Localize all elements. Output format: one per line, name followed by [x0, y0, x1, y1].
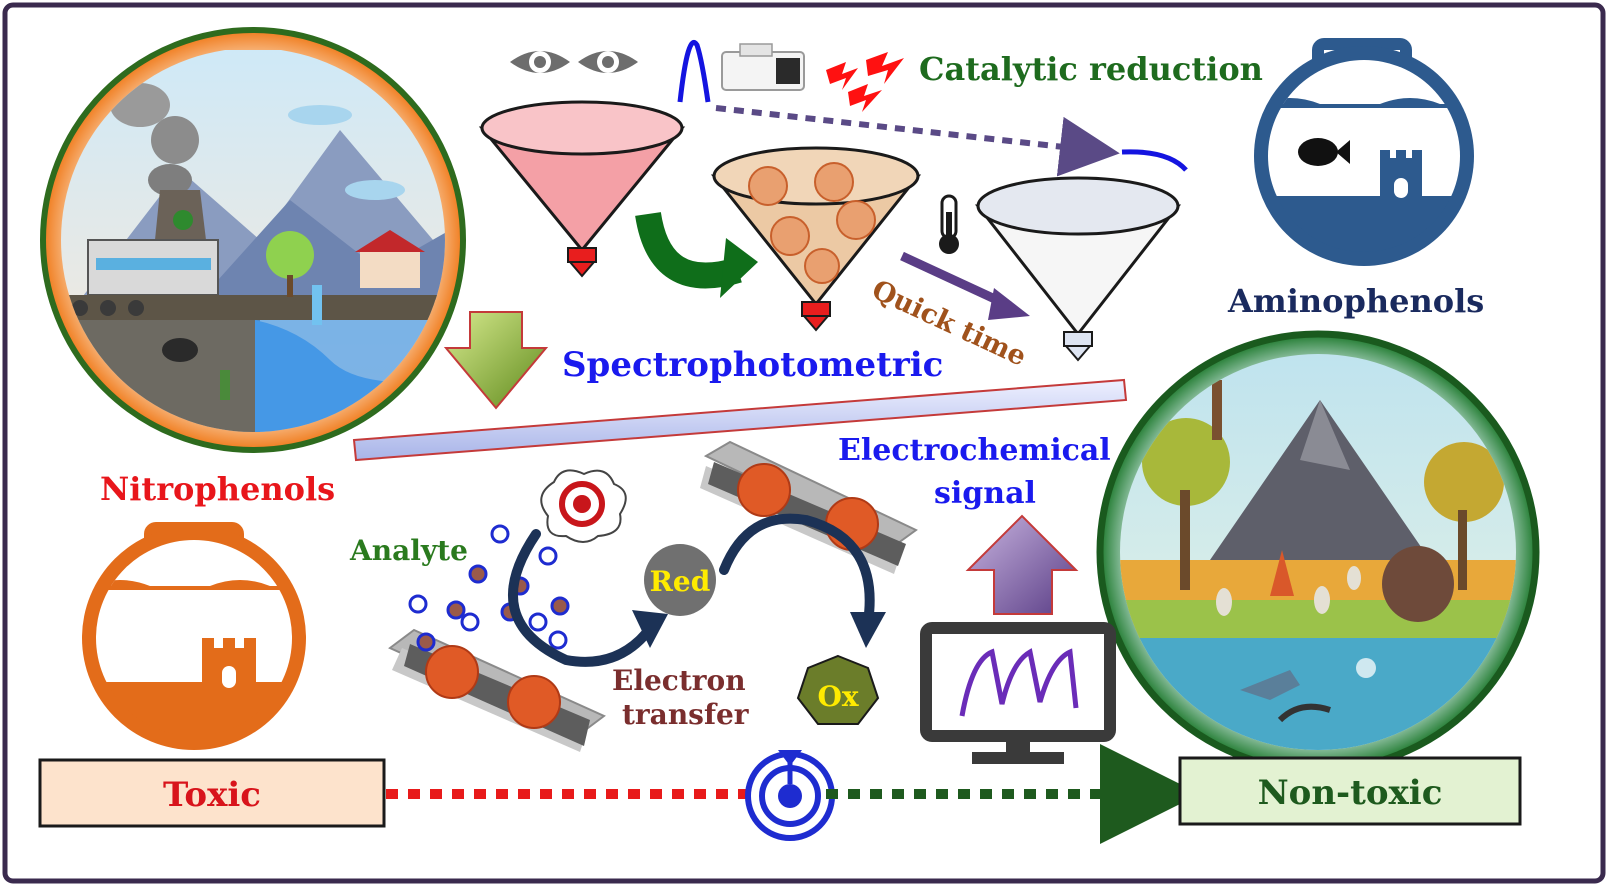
signal-label: signal: [934, 476, 1036, 511]
spectrophotometric-label: Spectrophotometric: [562, 345, 943, 385]
purple-up-arrow: [965, 514, 1079, 615]
non-toxic-box: [1178, 756, 1522, 826]
toxic-fishbowl-icon: [82, 522, 306, 750]
aminophenols-label: Aminophenols: [1227, 282, 1484, 320]
quick-time-arrow: [900, 251, 1012, 311]
pink-funnel-icon: [478, 100, 686, 278]
ox-species-node: [796, 654, 880, 725]
ox-species-label: Ox: [817, 680, 858, 713]
analyte-label: Analyte: [349, 534, 468, 567]
clear-funnel-icon: [974, 176, 1182, 362]
polluted-scene-illustration: [40, 27, 466, 453]
nitrophenols-label: Nitrophenols: [100, 470, 335, 508]
red-species-node: [644, 544, 716, 616]
spectrophotometer-icon: [721, 43, 805, 91]
quick-time-arrowhead: [988, 288, 1030, 320]
clean-fishbowl-icon: [1254, 38, 1474, 266]
electron-label: Electron: [612, 664, 746, 697]
reduced-absorbance-icon: [1121, 149, 1188, 172]
catalyst-funnel-icon: [710, 146, 922, 332]
toxic-box: [38, 758, 386, 828]
cycle-arrowhead-red: [632, 610, 668, 648]
catalytic-reduction-label: Catalytic reduction: [919, 50, 1263, 88]
toxic-label: Toxic: [163, 775, 261, 815]
absorbance-peak-icon: [677, 40, 711, 103]
green-down-arrow: [443, 311, 549, 410]
eyes-icon: [510, 51, 638, 73]
target-cloud-icon: [540, 469, 627, 543]
red-species-label: Red: [650, 565, 711, 598]
electrode-bottom-icon: [388, 628, 606, 752]
thermometer-icon: [939, 194, 959, 254]
signal-monitor-icon: [920, 622, 1116, 764]
lightning-icon: [826, 52, 904, 112]
cycle-arrowhead-ox: [850, 612, 886, 648]
clean-nature-scene-illustration: [1096, 330, 1540, 774]
green-curved-arrow: [635, 211, 758, 298]
transfer-label: transfer: [622, 698, 750, 731]
non-toxic-label: Non-toxic: [1258, 773, 1443, 813]
bullseye-target-icon: [745, 750, 835, 841]
method-divider-bar: [352, 378, 1128, 462]
dotted-reduction-arrow: [715, 105, 1120, 177]
electrochemical-label: Electrochemical: [838, 433, 1111, 468]
electron-transfer-cycle: [508, 513, 875, 667]
